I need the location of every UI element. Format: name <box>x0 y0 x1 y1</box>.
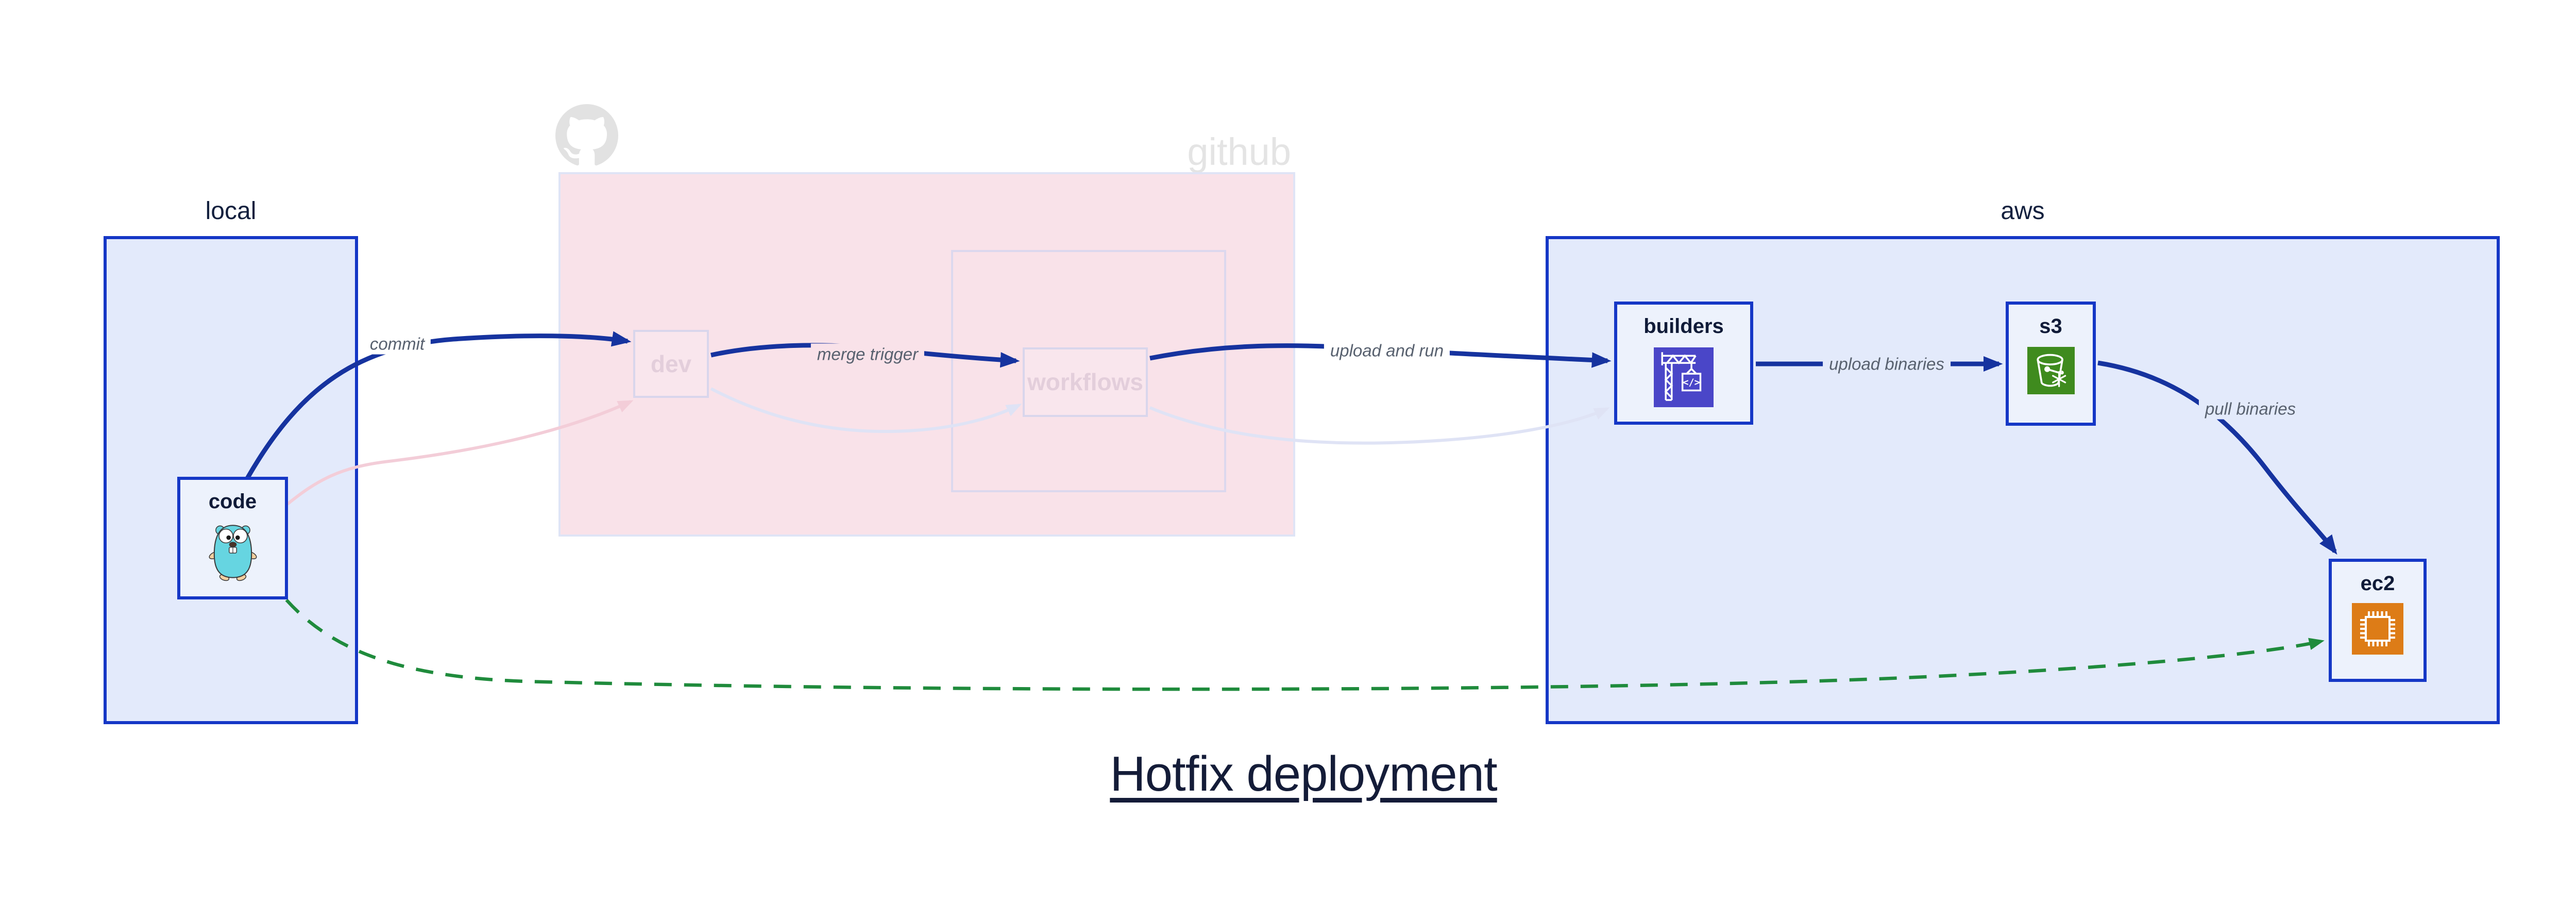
edge-label-upload-and-run: upload and run <box>1324 340 1450 361</box>
node-workflows-label: workflows <box>1027 369 1143 396</box>
group-local-label: local <box>205 197 257 225</box>
bucket-snowflake-icon <box>2027 347 2075 394</box>
edge-faded-dev-workflows <box>710 387 1022 433</box>
group-aws-label: aws <box>2001 197 2045 225</box>
go-gopher-icon <box>209 525 257 581</box>
node-s3-label: s3 <box>2039 315 2062 338</box>
group-github-label: github <box>1187 130 1291 173</box>
node-ec2: ec2 <box>2329 559 2427 682</box>
node-dev-label: dev <box>650 350 692 377</box>
edge-label-merge-trigger: merge trigger <box>810 343 925 365</box>
cpu-chip-icon <box>2352 603 2403 655</box>
svg-text:</>: </> <box>1683 377 1700 388</box>
crane-codebuild-icon: </> <box>1654 347 1714 407</box>
edge-faded-workflows-builders <box>1149 406 1610 445</box>
node-code: code <box>177 477 288 599</box>
diagram-title: Hotfix deployment <box>1110 746 1497 801</box>
edge-pull-binaries <box>2097 360 2337 555</box>
node-dev: dev <box>633 330 709 398</box>
octocat-icon <box>555 104 618 165</box>
node-code-label: code <box>208 490 257 513</box>
node-builders-label: builders <box>1643 315 1724 338</box>
node-workflows: workflows <box>1023 347 1148 417</box>
edge-hotfix-dashed <box>285 598 2325 691</box>
node-builders: builders </> <box>1614 302 1753 425</box>
group-master <box>951 250 1226 492</box>
edge-label-pull-binaries: pull binaries <box>2198 398 2302 420</box>
edge-commit <box>245 331 632 480</box>
edge-faded-code-dev <box>286 400 634 506</box>
node-s3: s3 <box>2006 302 2096 426</box>
edge-label-commit: commit <box>363 333 431 355</box>
node-ec2-label: ec2 <box>2360 572 2395 595</box>
edge-label-upload-binaries: upload binaries <box>1823 353 1951 375</box>
